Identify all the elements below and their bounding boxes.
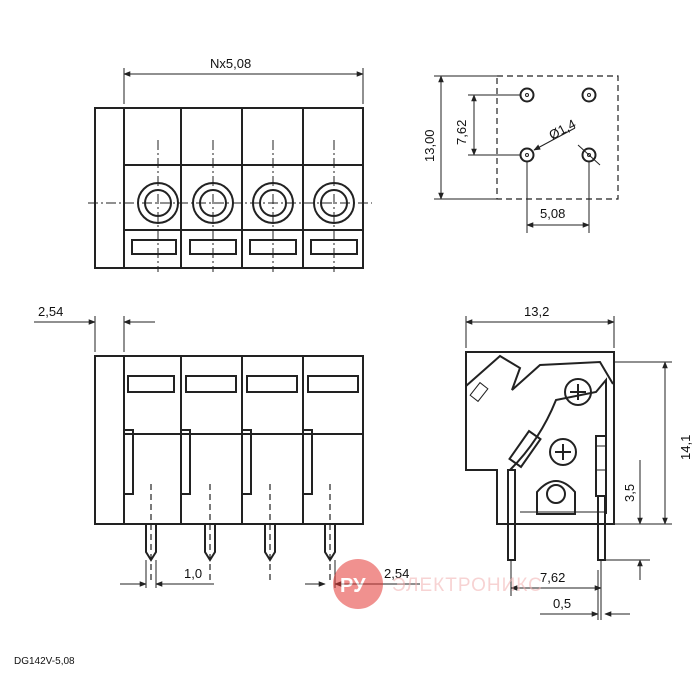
watermark-logo-circle [333, 559, 383, 609]
dim-pin-thickness: 0,5 [553, 596, 571, 611]
watermark-text: ЭЛЕКТРОНИКС [392, 575, 543, 596]
top-view: Nx5,08 [88, 56, 372, 272]
dim-offset-2-54: 2,54 [38, 304, 63, 319]
side-view: 13,2 14,1 3,5 7,62 0,5 [465, 304, 693, 620]
dim-height-13: 13,00 [422, 129, 437, 162]
screw [564, 378, 592, 406]
dim-pin-row: 7,62 [540, 570, 565, 585]
dim-pin-width: 1,0 [184, 566, 202, 581]
dim-pin-pitch-front: 2,54 [384, 566, 409, 581]
dim-row-spacing: 7,62 [454, 120, 469, 145]
dim-height-14-1: 14,1 [678, 435, 693, 460]
dim-depth: 13,2 [524, 304, 549, 319]
dim-pitch-total: Nx5,08 [210, 56, 251, 71]
dim-hole-diameter: Ø1,4 [546, 116, 578, 142]
front-view: 2,54 1,0 2,54 [34, 304, 420, 588]
watermark: РУ ЭЛЕКТРОНИКС [333, 559, 543, 609]
pcb-footprint: 13,00 7,62 Ø1,4 5,08 [422, 75, 619, 233]
screw [549, 438, 577, 466]
watermark-logo: РУ [340, 575, 366, 597]
dim-pitch: 5,08 [540, 206, 565, 221]
dim-pin-length: 3,5 [622, 484, 637, 502]
part-number-caption: DG142V-5,08 [14, 656, 75, 667]
